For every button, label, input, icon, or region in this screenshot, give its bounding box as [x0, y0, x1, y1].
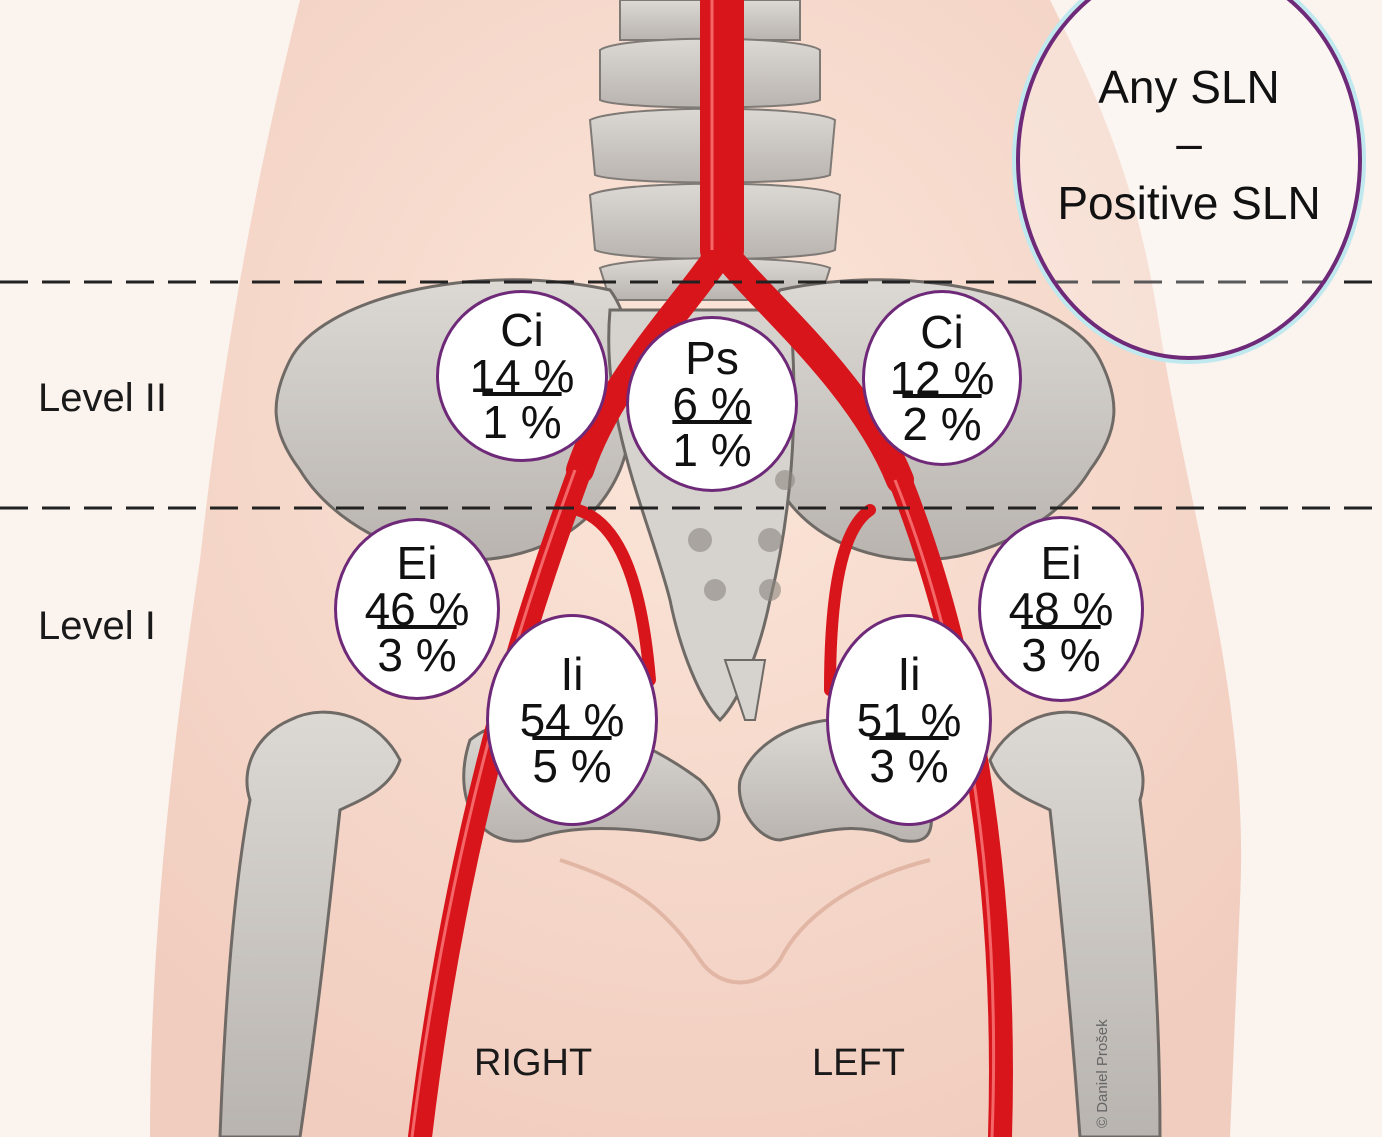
node-any-sln-rate: 12 %: [890, 355, 995, 401]
legend-positive-sln: Positive SLN: [1020, 176, 1358, 230]
node-label: Ei: [1041, 540, 1082, 586]
node-positive-sln-rate: 3 %: [869, 743, 948, 789]
legend-separator: –: [1020, 116, 1358, 170]
node-right-common-iliac: Ci 14 % 1 %: [436, 290, 608, 462]
illustrator-credit: © Daniel Prošek: [1094, 1019, 1111, 1128]
node-positive-sln-rate: 5 %: [532, 743, 611, 789]
node-any-sln-rate: 46 %: [365, 586, 470, 632]
node-any-sln-rate: 51 %: [857, 697, 962, 743]
node-left-common-iliac: Ci 12 % 2 %: [862, 290, 1022, 466]
node-positive-sln-rate: 3 %: [1021, 632, 1100, 678]
node-label: Ii: [561, 651, 584, 697]
node-label: Ps: [685, 335, 739, 381]
node-positive-sln-rate: 3 %: [377, 632, 456, 678]
node-positive-sln-rate: 1 %: [482, 399, 561, 445]
node-label: Ii: [898, 651, 921, 697]
node-positive-sln-rate: 2 %: [902, 401, 981, 447]
node-right-external-iliac: Ei 46 % 3 %: [334, 518, 500, 700]
node-left-external-iliac: Ei 48 % 3 %: [978, 516, 1144, 702]
node-right-internal-iliac: Ii 54 % 5 %: [486, 614, 658, 826]
left-side-label: LEFT: [812, 1042, 905, 1085]
right-side-label: RIGHT: [474, 1042, 592, 1085]
node-left-internal-iliac: Ii 51 % 3 %: [826, 614, 992, 826]
node-presacral: Ps 6 % 1 %: [626, 316, 798, 492]
level-2-label: Level II: [38, 376, 167, 421]
node-any-sln-rate: 14 %: [470, 353, 575, 399]
node-any-sln-rate: 54 %: [520, 697, 625, 743]
node-label: Ci: [920, 309, 963, 355]
node-positive-sln-rate: 1 %: [672, 427, 751, 473]
node-label: Ei: [397, 540, 438, 586]
node-any-sln-rate: 6 %: [672, 381, 751, 427]
legend-any-sln: Any SLN: [1020, 60, 1358, 114]
node-label: Ci: [500, 307, 543, 353]
node-any-sln-rate: 48 %: [1009, 586, 1114, 632]
level-1-label: Level I: [38, 604, 156, 649]
